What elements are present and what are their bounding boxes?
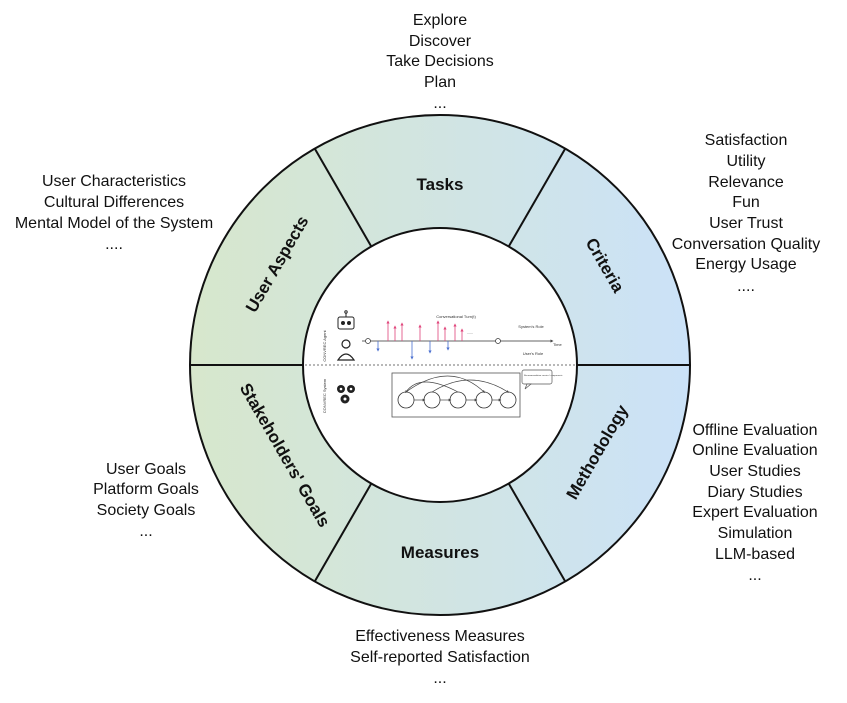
list-item: Utility [726,153,765,170]
inner-circle [302,227,578,503]
list-item: User Studies [709,463,801,480]
agent-side-label: CONVREC Agent [322,329,327,361]
list-item: User Goals [106,461,186,478]
user-turn-arrows [376,341,450,360]
center-illustration: CONVREC Agent CONVREC System Conversatio… [305,310,576,418]
list-item: Take Decisions [386,53,494,70]
list-item: ... [139,523,152,540]
list-item: Diary Studies [707,484,802,501]
gears-icon [337,385,355,404]
segment-title-measures: Measures [401,543,479,562]
list-item: Effectiveness Measures [355,628,525,645]
list-item: Expert Evaluation [692,504,817,521]
list-item: Satisfaction [705,132,788,149]
system-role-label: System's Role [518,324,544,329]
list-item: Energy Usage [695,256,796,273]
list-item: ... [433,95,446,112]
timeline-start-node [365,338,371,344]
list-item: User Characteristics [42,173,186,190]
system-turn-arrows [386,320,464,341]
list-item: User Trust [709,215,783,232]
robot-icon [337,310,355,330]
list-item: Relevance [708,174,784,191]
list-item: Fun [732,194,760,211]
list-item: ... [748,567,761,584]
list-item: Self-reported Satisfaction [350,649,530,666]
system-side-label: CONVREC System [322,378,327,413]
methodology-list: Offline Evaluation Online Evaluation Use… [692,422,817,584]
list-item: Cultural Differences [44,194,184,211]
note-bubble: Recommendation service / components [521,369,563,390]
list-item: Explore [413,12,467,29]
list-item: Society Goals [97,502,196,519]
list-item: Mental Model of the System [15,215,213,232]
timeline-ellipsis: ...... [467,330,474,335]
list-item: Plan [424,74,456,91]
list-item: Simulation [718,525,793,542]
pipeline-edges [405,375,510,402]
list-item: Conversation Quality [672,236,821,253]
list-item: Discover [409,33,472,50]
user-aspects-list: User Characteristics Cultural Difference… [15,173,213,253]
stakeholders-goals-list: User Goals Platform Goals Society Goals … [93,461,199,540]
criteria-list: Satisfaction Utility Relevance Fun User … [672,132,821,295]
segment-title-tasks: Tasks [417,175,464,194]
list-item: .... [737,278,755,295]
list-item: Platform Goals [93,481,199,498]
list-item: Offline Evaluation [692,422,817,439]
list-item: Online Evaluation [692,442,817,459]
user-role-label: User's Role [523,351,544,356]
list-item: LLM-based [715,546,795,563]
note-text: Recommendation service / components [524,374,563,377]
tasks-list: Explore Discover Take Decisions Plan ... [386,12,494,112]
turn-caption: Conversational Turn(t) [436,314,476,319]
timeline-end-node [495,338,501,344]
list-item: ... [433,670,446,687]
list-item: .... [105,236,123,253]
measures-list: Effectiveness Measures Self-reported Sat… [350,628,530,687]
segment-dividers [190,148,690,582]
time-label: Time [553,342,563,347]
person-icon [336,339,356,361]
